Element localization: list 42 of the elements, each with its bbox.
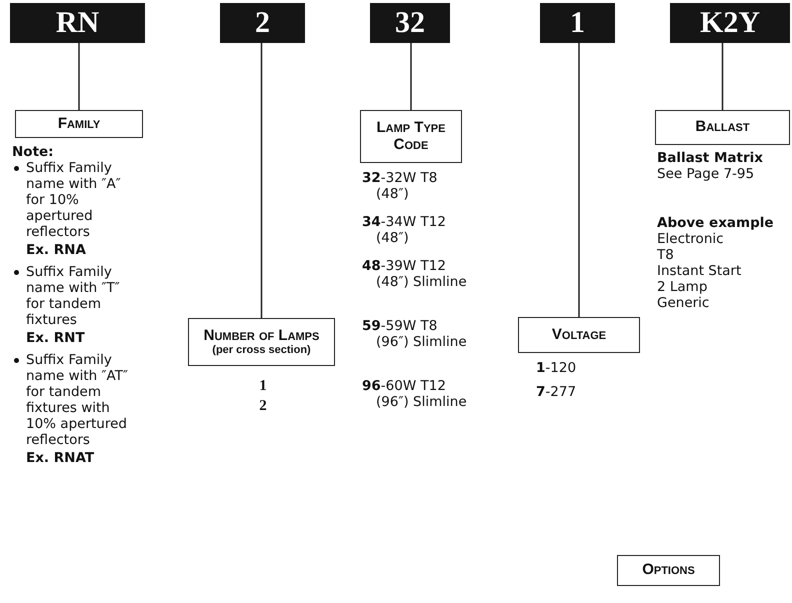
reference-note: See Page 7-95 bbox=[657, 166, 756, 182]
field-label-box: Ballast bbox=[655, 110, 790, 145]
voltage-code-text: 7-277 bbox=[536, 384, 578, 400]
connector-line bbox=[722, 43, 724, 110]
connector-line bbox=[578, 43, 580, 317]
field-label-box: Voltage bbox=[518, 317, 640, 353]
lamp-code-text: 59-59W T8 (96″) Slimline bbox=[362, 318, 468, 350]
code-segment-box: RN bbox=[10, 3, 145, 43]
voltage-code-text: 1-120 bbox=[536, 360, 578, 376]
field-label-box bbox=[188, 318, 335, 366]
example-value: T8 bbox=[657, 247, 675, 263]
field-label-box: Family bbox=[15, 110, 143, 138]
option-value: 2 bbox=[258, 398, 268, 414]
connector-line bbox=[260, 43, 262, 318]
example-value: Generic bbox=[657, 295, 710, 311]
field-label-box: Lamp Type Code bbox=[360, 110, 462, 163]
bullet-note: Suffix Family name with ″AT″ for tandem fixtures with 10% apertured reflectors bbox=[26, 352, 130, 448]
code-segment-box: 32 bbox=[370, 3, 450, 43]
matrix-heading: Ballast Matrix bbox=[657, 150, 764, 166]
example-code: Ex. RNAT bbox=[26, 450, 96, 466]
example-code: Ex. RNA bbox=[26, 242, 87, 258]
example-code: Ex. RNT bbox=[26, 330, 86, 346]
example-heading: Above example bbox=[657, 215, 775, 231]
lamp-code-text: 34-34W T12 (48″) bbox=[362, 214, 447, 246]
note-heading: Note: bbox=[12, 144, 55, 160]
example-value: Instant Start bbox=[657, 263, 742, 279]
example-value: Electronic bbox=[657, 231, 725, 247]
lamp-code-text: 48-39W T12 (48″) Slimline bbox=[362, 258, 468, 290]
code-segment-box: 1 bbox=[540, 3, 615, 43]
code-segment-box: 2 bbox=[220, 3, 305, 43]
field-subtitle: (per cross section) bbox=[212, 344, 311, 356]
lamp-code-text: 32-32W T8 (48″) bbox=[362, 170, 438, 202]
option-value: 1 bbox=[258, 378, 268, 394]
field-title: Number of Lamps bbox=[204, 328, 320, 344]
bullet-note: Suffix Family name with ″T″ for tandem fixtures bbox=[26, 264, 121, 328]
connector-line bbox=[410, 43, 412, 110]
example-value: 2 Lamp bbox=[657, 279, 708, 295]
connector-line bbox=[78, 43, 80, 110]
field-label-box: Options bbox=[617, 555, 720, 586]
lamp-code-text: 96-60W T12 (96″) Slimline bbox=[362, 378, 468, 410]
code-segment-box: K2Y bbox=[670, 3, 790, 43]
bullet-note: Suffix Family name with ″A″ for 10% apertured reflectors bbox=[26, 160, 122, 240]
